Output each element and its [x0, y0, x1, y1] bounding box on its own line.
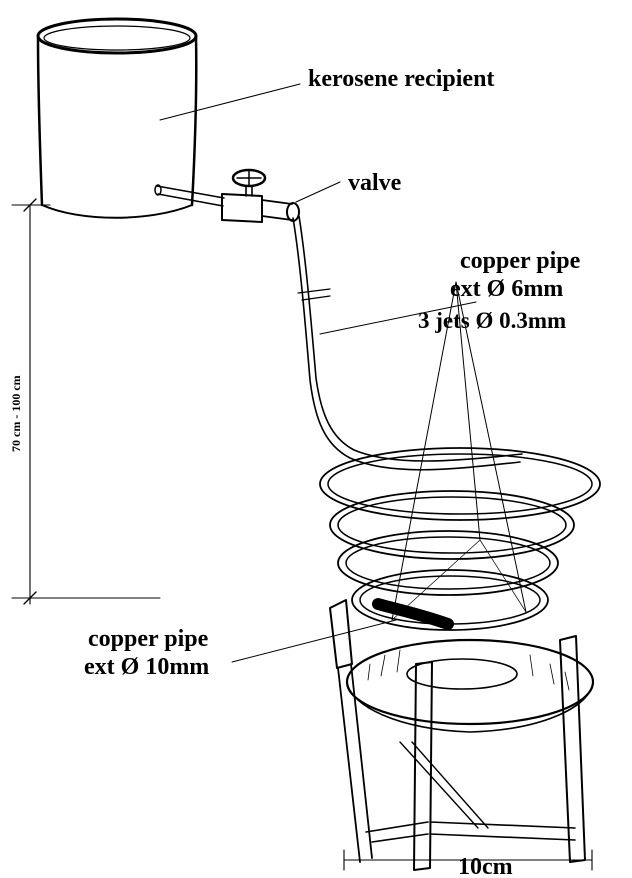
copper-pipe-6mm-label-line2: ext Ø 6mm [450, 276, 563, 302]
kerosene-recipient-label: kerosene recipient [308, 66, 494, 92]
height-dimension [11, 198, 161, 605]
burner-ring [345, 598, 595, 733]
width-dimension [343, 849, 593, 871]
copper-pipe-10mm-label-line2: ext Ø 10mm [84, 654, 209, 680]
leader-lines [159, 83, 477, 663]
copper-pipe-10mm-label-line1: copper pipe [88, 626, 209, 652]
width-dimension-label: 10cm [458, 854, 513, 878]
valve-assembly [154, 168, 300, 223]
burner-stand [329, 599, 586, 871]
copper-pipe-6mm [292, 215, 523, 471]
kerosene-tank [36, 17, 198, 219]
copper-coil [319, 447, 601, 631]
height-dimension-label: 70 cm - 100 cm [9, 375, 23, 452]
copper-pipe-6mm-label-line1: copper pipe [460, 248, 581, 274]
valve-label: valve [348, 170, 402, 196]
jets-label: 3 jets Ø 0.3mm [418, 308, 566, 333]
jet-lines [391, 281, 527, 621]
